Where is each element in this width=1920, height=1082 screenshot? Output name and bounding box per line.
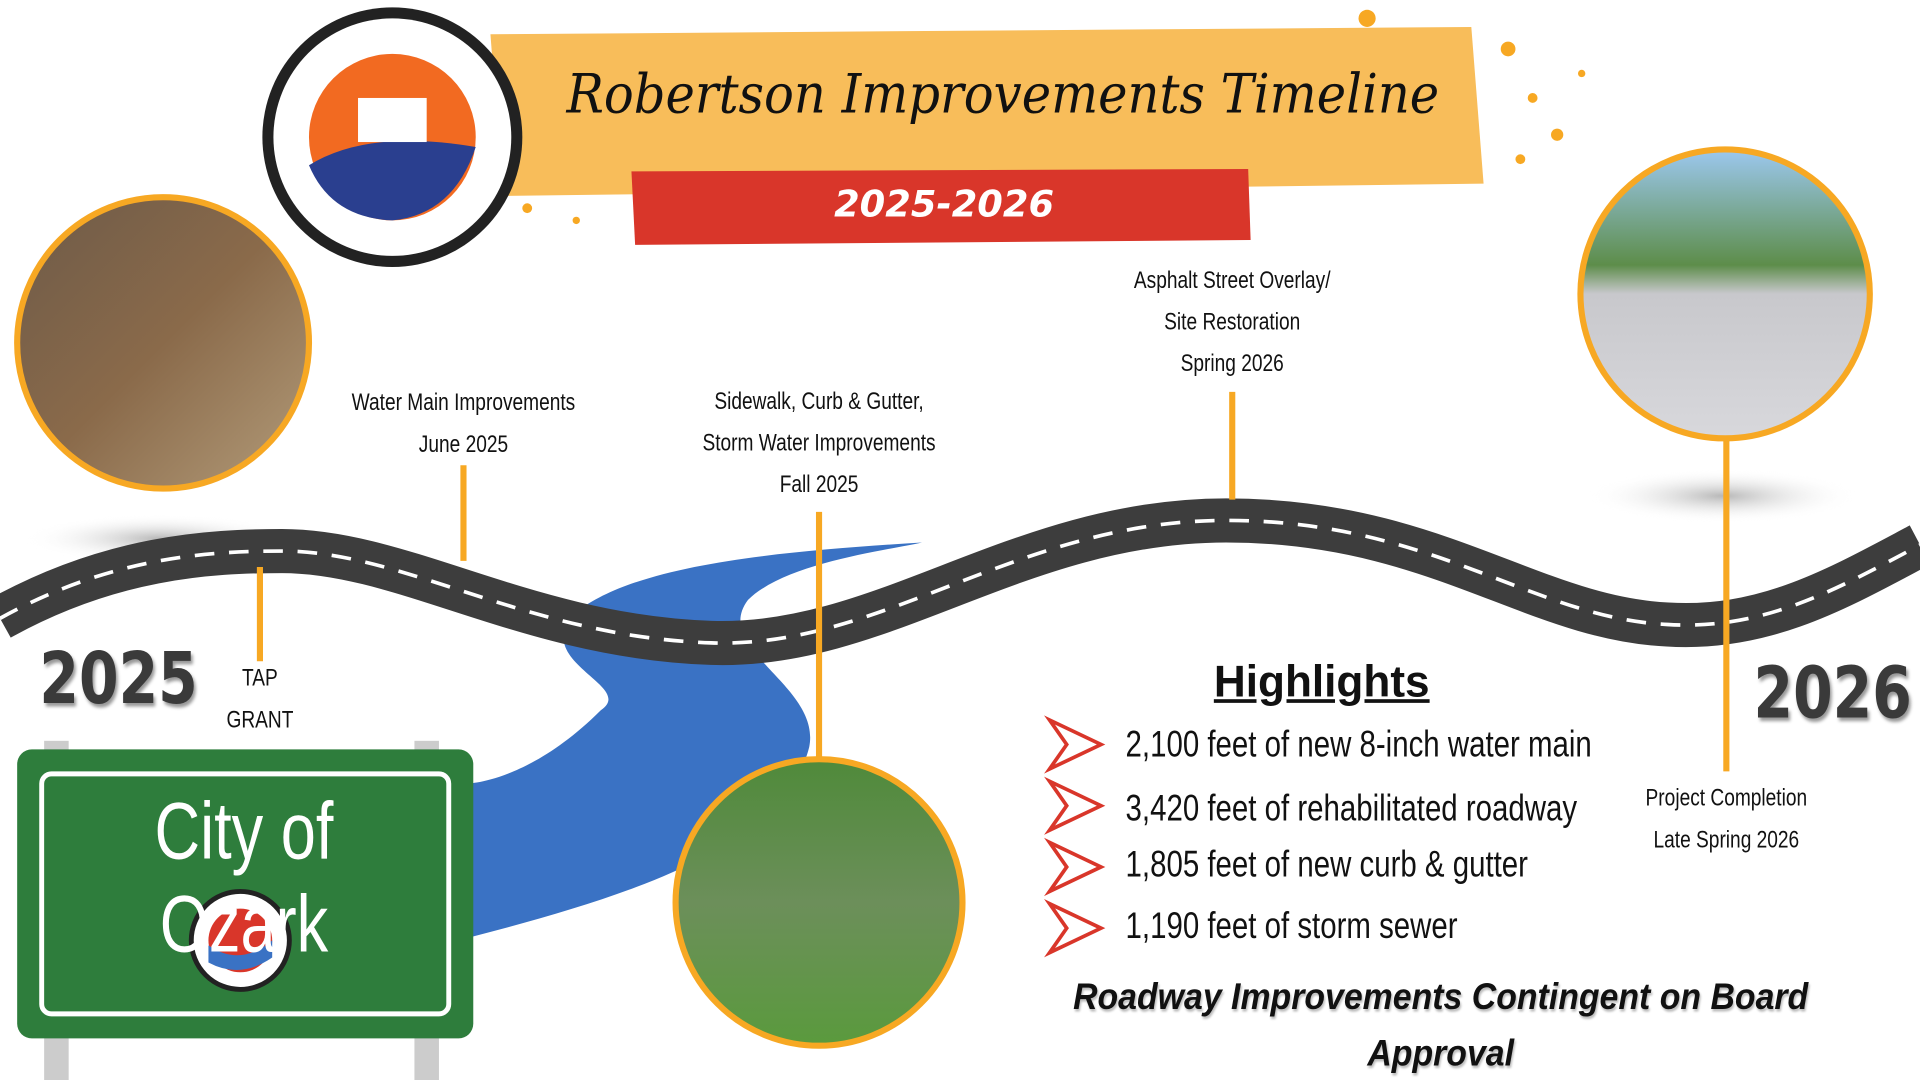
subtitle-banner [631,168,1251,245]
title-banner [490,26,1484,196]
page-subtitle: 2025-2026 [834,183,1055,227]
end-year: 2026 [1753,651,1912,735]
photo-water-main [14,194,313,492]
highlight-item: 3,420 feet of rehabilitated roadway [1125,788,1578,829]
milestone-sidewalk: Sidewalk, Curb & Gutter,Storm Water Impr… [702,388,936,499]
photo-completed-street [1577,146,1873,442]
photo-sidewalk [672,756,966,1049]
sign-text: City of Ozark [154,784,334,969]
start-year: 2025 [39,636,198,721]
highlight-item: 1,805 feet of new curb & gutter [1125,844,1528,886]
road [0,498,1920,665]
highlight-arrows [1044,715,1106,958]
city-sign [17,740,474,1081]
page-title: Robertson Improvements Timeline [566,63,1440,127]
highlight-item: 2,100 feet of new 8-inch water main [1125,724,1592,766]
highlights-title: Highlights [1213,656,1430,707]
highlight-item: 1,190 feet of storm sewer [1125,906,1458,947]
approval-note: Roadway Improvements Contingent on Board… [1073,977,1809,1074]
public-works-logo [262,7,523,267]
